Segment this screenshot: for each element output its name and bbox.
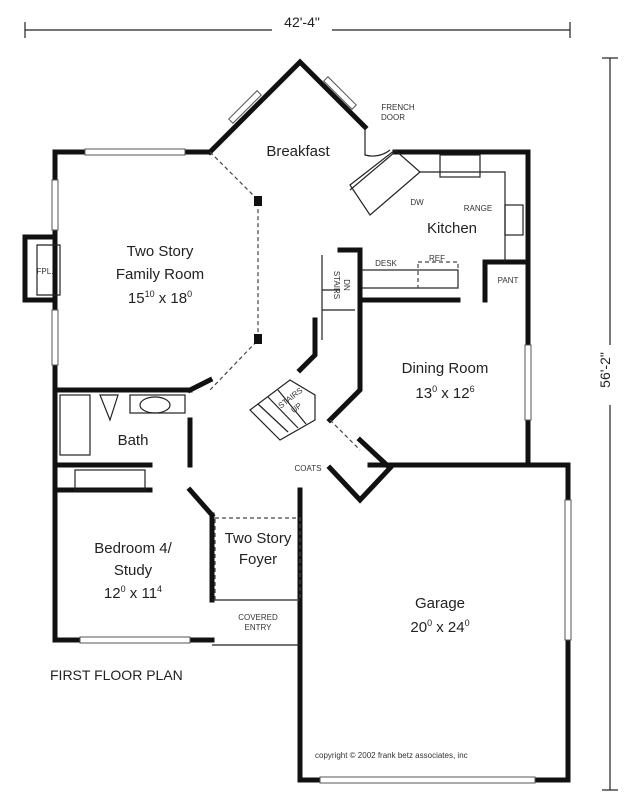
depth-dimension: 56'-2" (597, 57, 620, 791)
svg-text:1510 x 180: 1510 x 180 (128, 289, 192, 307)
walls (22, 58, 572, 784)
svg-text:Dining Room: Dining Room (402, 360, 489, 377)
room-bath: Bath (118, 432, 149, 449)
label-fpl: FPL. (37, 267, 54, 276)
label-pant: PANT (498, 276, 519, 285)
svg-text:Two Story: Two Story (225, 530, 292, 547)
label-range: RANGE (464, 204, 492, 213)
room-foyer: Two Story Foyer (225, 530, 292, 568)
room-garage: Garage 200 x 240 (410, 595, 469, 636)
label-ref: REF (429, 254, 445, 263)
svg-text:UP: UP (289, 401, 303, 415)
room-family: Two Story Family Room 1510 x 180 (116, 243, 204, 307)
svg-text:DN: DN (342, 279, 351, 291)
copyright: copyright © 2002 frank betz associates, … (315, 751, 468, 760)
svg-text:DOOR: DOOR (381, 113, 405, 122)
svg-text:42'-4": 42'-4" (284, 14, 320, 30)
room-breakfast: Breakfast (266, 143, 330, 160)
label-covered-entry: COVERED (238, 613, 278, 622)
svg-text:200 x 240: 200 x 240 (410, 618, 469, 636)
label-desk: DESK (375, 259, 397, 268)
room-bedroom: Bedroom 4/ Study 120 x 114 (94, 540, 172, 602)
svg-text:Family Room: Family Room (116, 266, 204, 283)
svg-text:120 x 114: 120 x 114 (104, 584, 162, 602)
plan-title: FIRST FLOOR PLAN (50, 667, 183, 683)
svg-text:Two Story: Two Story (127, 243, 194, 260)
svg-text:Study: Study (114, 562, 153, 579)
svg-text:Garage: Garage (415, 595, 465, 612)
svg-text:Bedroom 4/: Bedroom 4/ (94, 540, 172, 557)
label-stairs-dn: STAIRS (332, 271, 341, 299)
width-dimension: 42'-4" (24, 14, 571, 38)
svg-text:130 x 126: 130 x 126 (415, 384, 474, 402)
svg-text:Foyer: Foyer (239, 551, 277, 568)
label-french-door: FRENCH (381, 103, 415, 112)
svg-text:56'-2": 56'-2" (597, 352, 613, 388)
label-dw: DW (410, 198, 424, 207)
svg-text:ENTRY: ENTRY (245, 623, 273, 632)
room-dining: Dining Room 130 x 126 (402, 360, 489, 402)
room-kitchen: Kitchen (427, 220, 477, 237)
label-coats: COATS (295, 464, 322, 473)
